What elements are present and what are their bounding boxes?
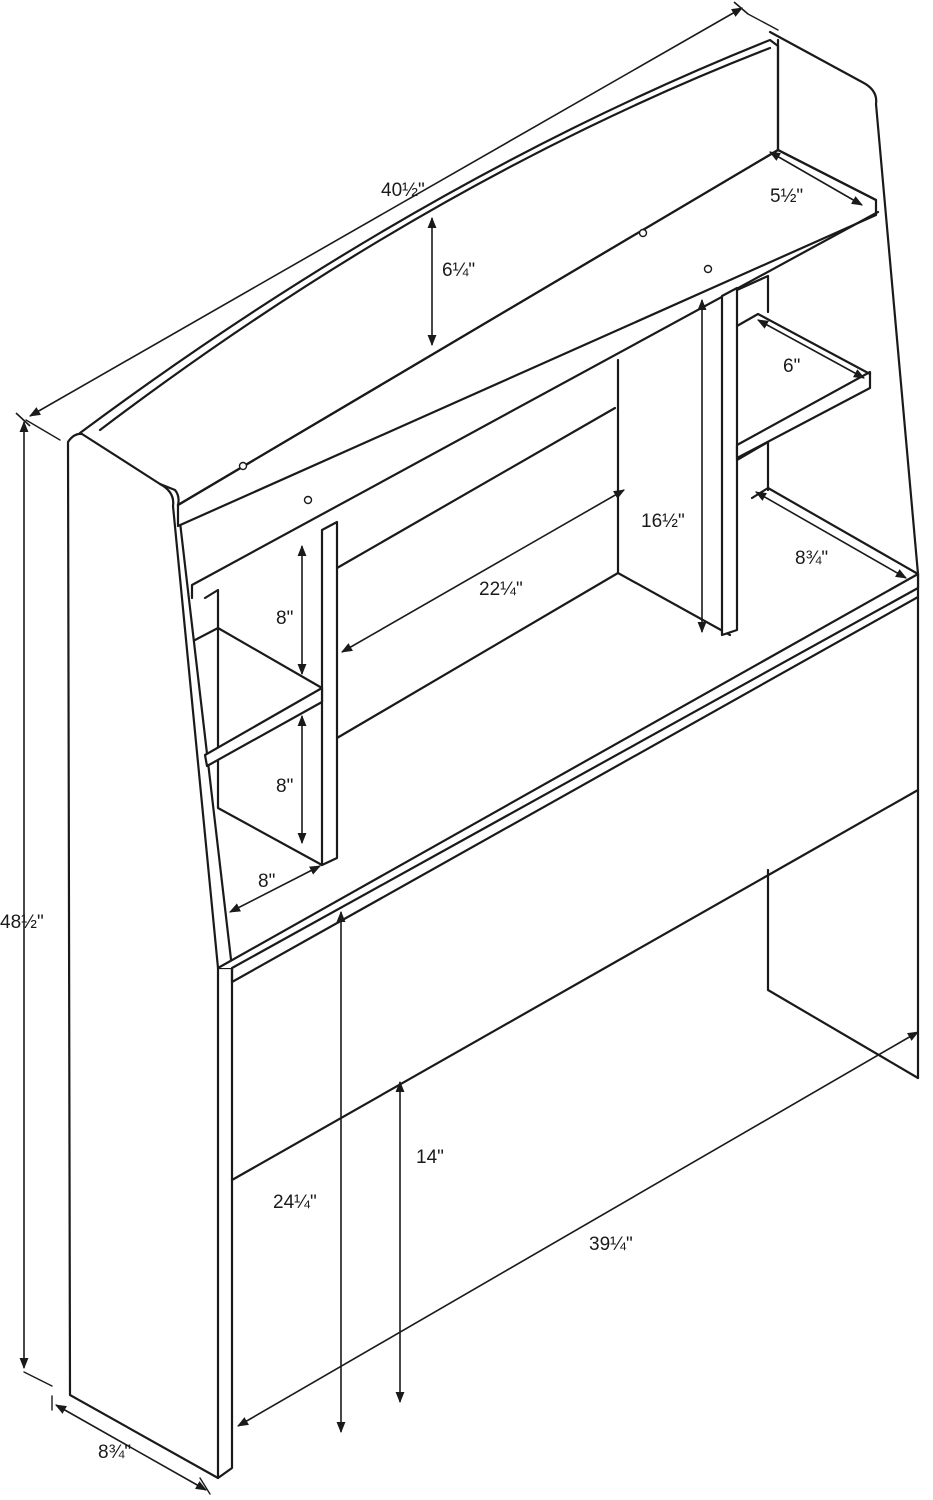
label-top-shelf-depth: 5½"	[770, 186, 803, 207]
dim-line-inner-width	[237, 1031, 919, 1427]
dim-line-center-width	[341, 489, 625, 653]
label-center-width: 22¼"	[479, 579, 523, 600]
label-left-upper-height: 8"	[276, 608, 293, 629]
dim-line-top-shelf-depth	[769, 151, 863, 206]
label-top-clearance: 6¼"	[442, 260, 475, 281]
label-front-panel-height: 24¼"	[273, 1192, 317, 1213]
dimension-lines	[15, 1, 919, 1495]
label-overall-depth: 8¾"	[98, 1442, 131, 1463]
dim-line-overall-width	[29, 7, 743, 417]
peg-hole-3	[638, 228, 648, 238]
headboard-outline	[66, 30, 920, 1480]
label-center-height: 16½"	[641, 511, 685, 532]
label-leg-clearance: 14"	[416, 1147, 444, 1168]
label-right-shelf-depth: 6"	[783, 356, 800, 377]
dim-line-left-shelf-depth	[229, 865, 321, 913]
label-right-bay-depth: 8¾"	[795, 548, 828, 569]
peg-hole-1	[238, 461, 248, 471]
label-inner-width: 39¼"	[589, 1234, 633, 1255]
peg-hole-4	[703, 264, 713, 274]
peg-hole-2	[303, 495, 313, 505]
dim-line-right-bay-depth	[755, 491, 907, 579]
dim-line-overall-depth	[55, 1404, 207, 1491]
label-left-lower-height: 8"	[276, 776, 293, 797]
label-left-shelf-depth: 8"	[258, 871, 275, 892]
dim-line-right-shelf-depth	[757, 319, 865, 379]
dimension-labels: 40½" 48½" 8¾" 6¼" 5½" 6" 16½" 8¾" 22¼" 8…	[0, 180, 828, 1463]
label-overall-width: 40½"	[381, 180, 425, 201]
label-overall-height: 48½"	[0, 912, 44, 933]
